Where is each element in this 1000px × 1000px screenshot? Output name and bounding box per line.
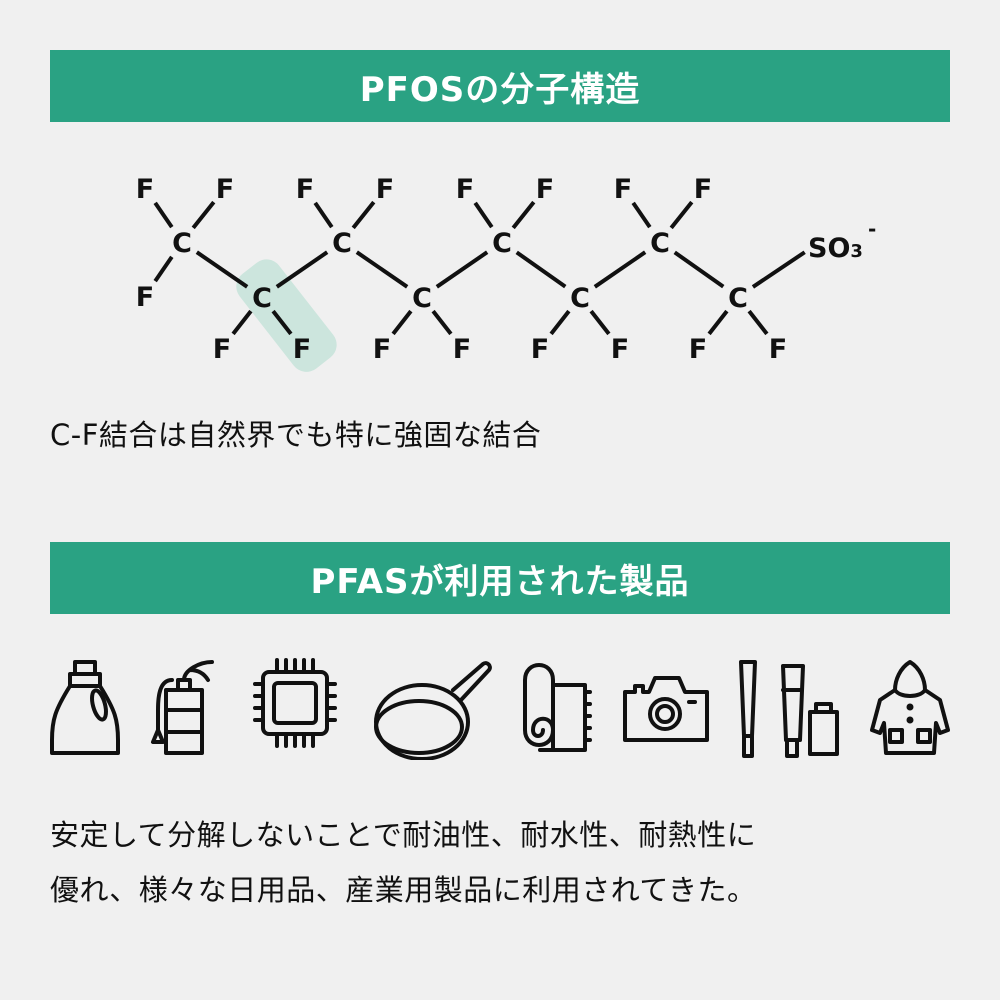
bond	[153, 201, 174, 229]
fluorine-atom: F	[531, 334, 549, 365]
bond	[707, 309, 729, 336]
bond	[515, 250, 567, 289]
fluorine-atom: F	[136, 282, 154, 313]
carbon-atom: C	[332, 228, 352, 259]
microchip-icon	[253, 658, 337, 748]
raincoat-icon	[870, 660, 950, 755]
fluorine-atom: F	[136, 174, 154, 205]
bond	[231, 309, 253, 336]
cf-bond-caption: C-F結合は自然界でも特に強固な結合	[50, 418, 542, 452]
fluorine-atom: F	[689, 334, 707, 365]
bond	[355, 250, 409, 289]
bond	[391, 309, 413, 336]
cf-bond-highlight	[236, 259, 337, 372]
cosmetics-icon	[739, 660, 839, 758]
fluorine-atom: F	[213, 334, 231, 365]
bonds	[153, 200, 806, 336]
bond	[549, 309, 571, 336]
bond	[153, 255, 174, 283]
fluorine-atom: F	[536, 174, 554, 205]
negative-charge: -	[868, 217, 876, 241]
fluorine-atom: F	[611, 334, 629, 365]
fluorine-atom: F	[373, 334, 391, 365]
section-title-pfas-products: PFASが利用された製品	[50, 542, 950, 614]
carbon-atom: C	[252, 283, 272, 314]
carbon-atom: C	[650, 228, 670, 259]
carbon-atom: C	[728, 283, 748, 314]
bond	[271, 309, 293, 336]
bond	[275, 250, 329, 289]
fluorine-atom: F	[694, 174, 712, 205]
carbon-atom: C	[172, 228, 192, 259]
products-description-line-1: 安定して分解しないことで耐油性、耐水性、耐熱性に	[50, 818, 757, 852]
fire-extinguisher-icon	[151, 660, 214, 755]
fluorine-atom: F	[614, 174, 632, 205]
fluorine-atom: F	[453, 334, 471, 365]
carbon-atom: C	[412, 283, 432, 314]
products-description-line-2: 優れ、様々な日用品、産業用製品に利用されてきた。	[50, 873, 757, 907]
bond	[593, 250, 647, 289]
fluorine-atom: F	[376, 174, 394, 205]
fluorine-atom: F	[456, 174, 474, 205]
bond	[473, 201, 494, 229]
carpet-roll-icon	[523, 663, 592, 752]
bond	[751, 250, 806, 289]
bond	[631, 201, 652, 229]
bond	[669, 200, 694, 230]
bond	[589, 309, 611, 336]
bond	[351, 200, 376, 230]
camera-icon	[623, 676, 709, 742]
bond	[511, 200, 536, 230]
bond	[431, 309, 453, 336]
bond	[195, 250, 249, 289]
bond	[435, 250, 489, 289]
fluorine-atom: F	[293, 334, 311, 365]
fluorine-atom: F	[769, 334, 787, 365]
section-title-pfos-structure: PFOSの分子構造	[50, 50, 950, 122]
bond	[191, 200, 216, 230]
sulfonate-group: SO3	[808, 233, 863, 264]
fluorine-atom: F	[216, 174, 234, 205]
bond	[747, 309, 769, 336]
fluorine-atom: F	[296, 174, 314, 205]
frying-pan-icon	[374, 661, 492, 760]
bond	[313, 201, 334, 229]
carbon-atom: C	[492, 228, 512, 259]
carbon-atom: C	[570, 283, 590, 314]
bond	[673, 250, 725, 289]
detergent-bottle-icon	[50, 660, 120, 755]
